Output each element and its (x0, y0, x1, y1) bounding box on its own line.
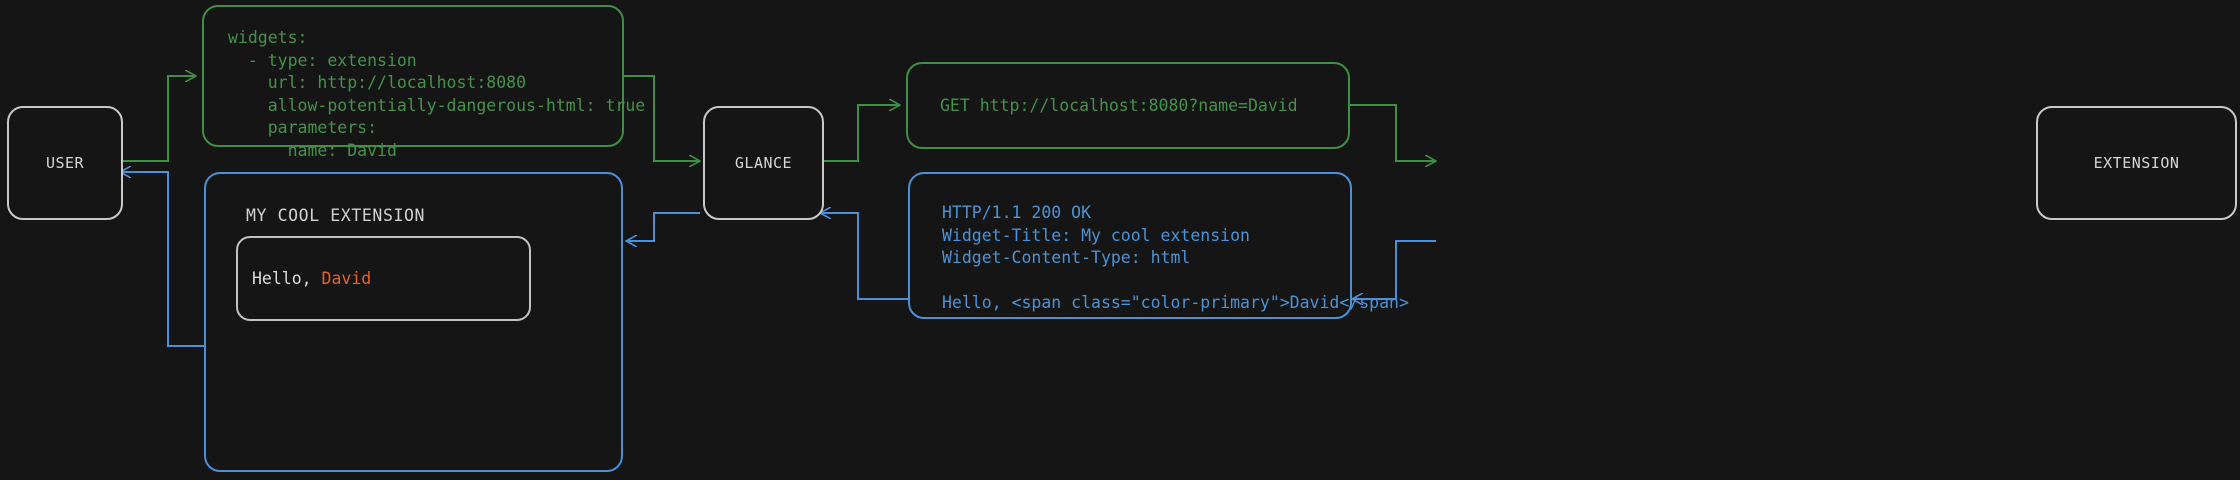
panel-http-request[interactable]: GET http://localhost:8080?name=David (906, 62, 1350, 149)
config-code: widgets: - type: extension url: http://l… (228, 28, 646, 160)
node-user-label: USER (45, 154, 85, 172)
edge-request-to-extension (1350, 104, 1436, 161)
rendered-widget-body: Hello, David (238, 269, 371, 288)
panel-http-response[interactable]: HTTP/1.1 200 OK Widget-Title: My cool ex… (908, 172, 1409, 319)
node-user[interactable]: USER (7, 106, 123, 220)
rendered-body-accent: David (321, 269, 372, 288)
rendered-widget-card[interactable]: Hello, David (236, 236, 531, 321)
node-glance-label: GLANCE (734, 154, 793, 172)
edge-glance-to-request (820, 105, 900, 162)
edge-response-to-glance (820, 213, 908, 300)
http-request-code: GET http://localhost:8080?name=David (940, 96, 1298, 115)
http-response-code: HTTP/1.1 200 OK Widget-Title: My cool ex… (942, 203, 1409, 312)
rendered-widget-title: MY COOL EXTENSION (246, 206, 426, 225)
edge-glance-to-rendered (626, 212, 700, 241)
node-extension[interactable]: EXTENSION (2036, 106, 2237, 220)
panel-rendered-widget[interactable]: MY COOL EXTENSION Hello, David (204, 172, 623, 472)
node-glance[interactable]: GLANCE (703, 106, 824, 220)
edge-user-to-config (120, 76, 196, 162)
panel-config[interactable]: widgets: - type: extension url: http://l… (202, 5, 645, 160)
edge-rendered-to-user (120, 172, 204, 347)
node-extension-label: EXTENSION (2093, 154, 2180, 172)
rendered-body-prefix: Hello, (252, 269, 322, 288)
